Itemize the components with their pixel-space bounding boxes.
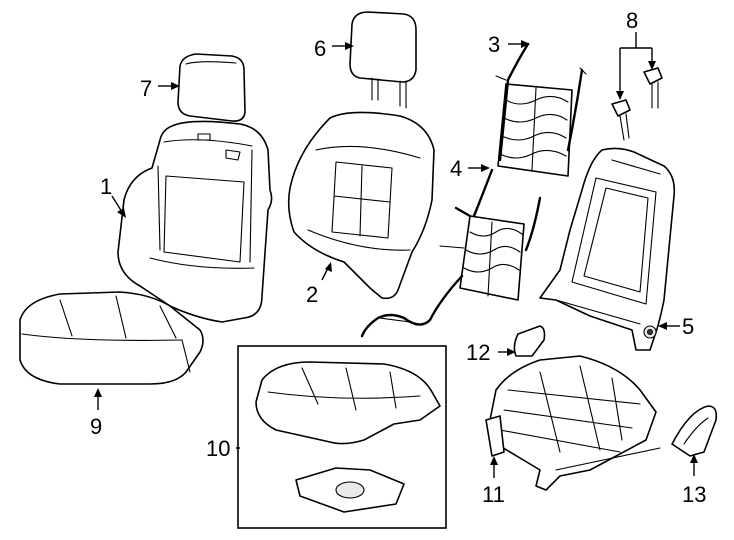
part-2-seatback-pad — [287, 111, 435, 300]
part-10-box — [237, 345, 447, 529]
callout-8: 8 — [626, 8, 638, 33]
part-13-side-shield — [671, 405, 718, 457]
callout-4: 4 — [450, 156, 462, 181]
part-6-headrest — [349, 11, 417, 109]
callout-5: 5 — [682, 314, 694, 339]
callout-2: 2 — [306, 282, 318, 307]
part-5-seatback-frame — [539, 147, 676, 351]
part-1-seatback-cover — [117, 120, 273, 323]
callout-12: 12 — [466, 340, 490, 365]
callout-6: 6 — [314, 36, 326, 61]
callout-11: 11 — [482, 482, 505, 507]
part-4-lumbar-assembly — [360, 168, 542, 338]
callout-3: 3 — [488, 32, 500, 57]
part-11-seat-track — [485, 355, 661, 491]
part-12-trim-cap — [513, 325, 546, 357]
part-7-headrest — [177, 53, 246, 122]
part-9-cushion-cover — [19, 291, 204, 385]
callout-labels: 1 2 3 4 5 6 7 8 9 10 11 12 13 — [90, 8, 706, 507]
callout-10: 10 — [206, 436, 230, 461]
leader-lines — [94, 32, 698, 478]
part-3-suspension-mat — [495, 42, 587, 177]
part-8-bolts — [611, 67, 663, 141]
callout-1: 1 — [100, 174, 112, 199]
part-10-cushion-pad — [255, 361, 441, 513]
callout-9: 9 — [90, 414, 102, 439]
callout-7: 7 — [140, 76, 152, 101]
callout-13: 13 — [682, 482, 706, 507]
